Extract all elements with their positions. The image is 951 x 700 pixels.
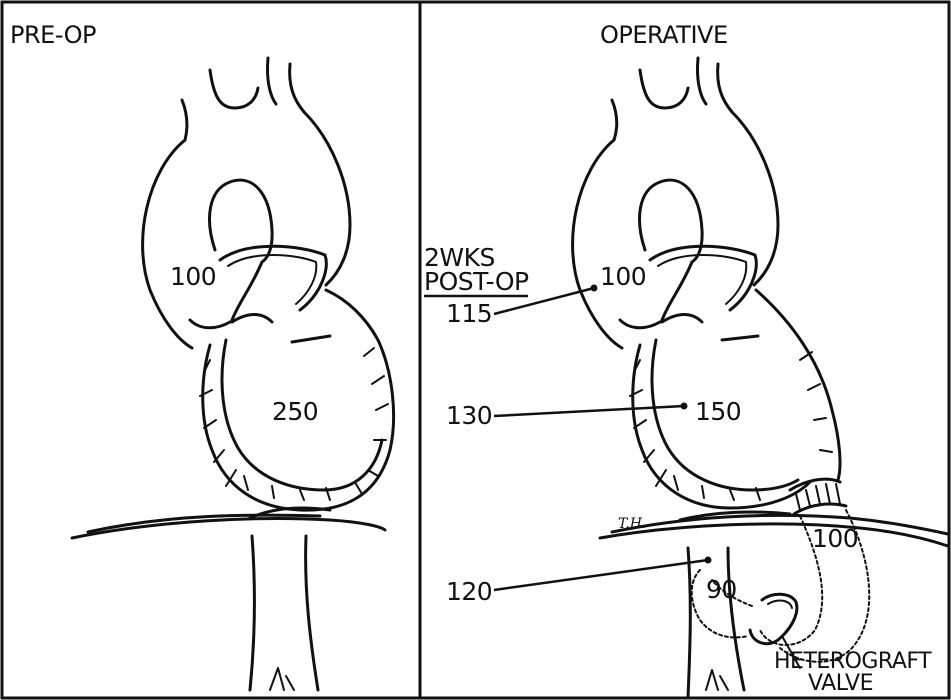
- neck-vessel: [182, 100, 187, 140]
- descending-aorta: [688, 548, 690, 698]
- neck-vessel: [640, 70, 688, 108]
- arch-connection: [232, 262, 262, 320]
- label-aortic-pressure-pre-op: 100: [170, 262, 216, 291]
- leader-dot-distal: [705, 557, 712, 564]
- aortic-root: [190, 320, 230, 328]
- leader-dot-ventricle: [681, 403, 688, 410]
- label-conduit-proximal-pressure: 100: [812, 524, 858, 553]
- aortic-root: [620, 320, 660, 328]
- label-ventricular-pressure-operative: 150: [695, 397, 741, 426]
- descending-aorta: [250, 536, 254, 690]
- label-postop-aortic-pressure: 115: [446, 299, 492, 328]
- aortic-bifurcation: [270, 668, 294, 690]
- valve-leaflet: [232, 315, 272, 323]
- conduit-sewing-ring: [794, 504, 846, 514]
- aortic-arch-outer: [143, 140, 192, 348]
- label-conduit-distal-pressure: 90: [706, 575, 737, 604]
- leader-line-distal: [494, 560, 708, 590]
- artist-initials: T.H.: [618, 516, 646, 532]
- aortic-arch-outer: [573, 140, 622, 348]
- neck-vessel: [290, 64, 304, 112]
- postop-annotations: 2WKS POST-OP 115 130 120: [424, 243, 712, 606]
- neck-vessel: [267, 58, 276, 104]
- heart-drawing-pre-op: [72, 58, 394, 690]
- neck-vessel: [612, 100, 617, 140]
- heart-drawing-operative: [573, 58, 948, 698]
- neck-vessel: [697, 58, 706, 104]
- diaphragm-line: [72, 519, 385, 538]
- heterograft-valve-ring: [768, 601, 792, 608]
- label-heterograft-line2: VALVE: [808, 671, 873, 696]
- label-ventricular-pressure-pre-op: 250: [272, 397, 318, 426]
- valve-line: [722, 336, 758, 340]
- panel-title-pre-op: PRE-OP: [10, 21, 96, 49]
- pulmonary-artery-inner: [228, 255, 316, 304]
- panel-pre-op: PRE-OP: [10, 21, 394, 690]
- diaphragm-line: [600, 524, 948, 546]
- label-aortic-pressure-operative: 100: [600, 262, 646, 291]
- label-postop-ventricular-pressure: 130: [446, 401, 492, 430]
- pulmonary-artery-inner: [658, 255, 746, 304]
- neck-vessel: [718, 64, 732, 112]
- valve-leaflet: [662, 315, 702, 323]
- valve-line: [292, 336, 330, 342]
- neck-vessel: [210, 70, 258, 108]
- label-postop-distal-pressure: 120: [446, 577, 492, 606]
- panel-title-operative: OPERATIVE: [600, 21, 728, 49]
- panel-operative: OPERATIVE: [424, 21, 948, 698]
- coronary-branches: [630, 352, 832, 500]
- descending-aorta: [728, 548, 744, 690]
- descending-aorta: [306, 536, 318, 690]
- aortic-bifurcation: [706, 670, 728, 690]
- postop-header-line2: POST-OP: [424, 267, 529, 296]
- leader-dot-aorta: [591, 285, 598, 292]
- arch-connection: [662, 262, 692, 320]
